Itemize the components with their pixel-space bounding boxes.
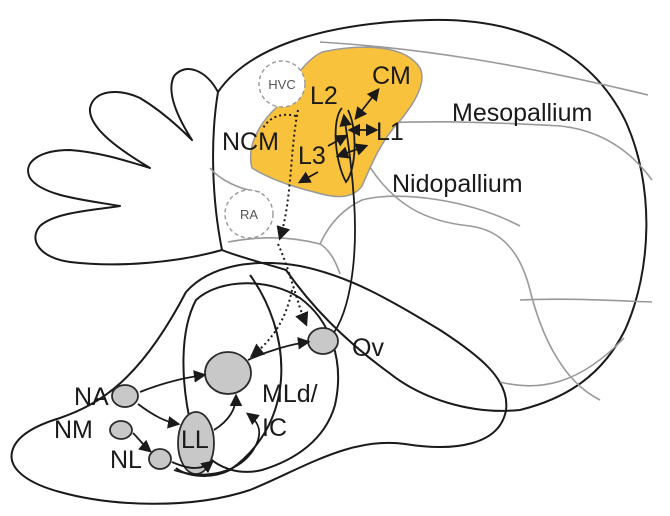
nl-label: NL [110, 446, 142, 474]
mld-ic-nucleus [204, 351, 252, 395]
na-to-mld-arrow [139, 370, 207, 393]
mld-label: MLd/ [262, 380, 318, 408]
ov-nucleus [307, 327, 339, 355]
ra-label: RA [240, 207, 258, 222]
ll-label: LL [181, 426, 209, 454]
ll-to-mld-arrow [213, 393, 243, 431]
ra-nucleus [224, 189, 274, 239]
ra-to-mld-dotted [249, 289, 293, 358]
ra-to-ov-dotted [277, 243, 309, 327]
nl-to-ll-arrow [171, 460, 214, 474]
na-label: NA [74, 383, 109, 411]
lamina-line-2 [359, 149, 601, 401]
na-nucleus [111, 384, 139, 408]
l3-ncm-arrow [297, 171, 319, 184]
telencephalon-outline [212, 18, 648, 412]
lamina-line-5 [227, 236, 341, 275]
nm-nucleus [109, 420, 133, 440]
l3-label: L3 [298, 142, 326, 170]
na-to-ll-arrow [137, 403, 181, 429]
lamina-line-4 [209, 167, 261, 193]
ov-to-l2-projection [325, 113, 356, 343]
nidopallium-label: Nidopallium [392, 170, 523, 198]
midbrain-lobe-outline [182, 282, 339, 473]
mld-to-ov-arrow [247, 337, 311, 361]
ov-label: Ov [352, 334, 384, 362]
hvc-nucleus [258, 60, 306, 108]
nl-to-mld-arrow [173, 412, 261, 476]
lamina-line-6 [319, 195, 521, 245]
nm-label: NM [54, 416, 93, 444]
nm-to-nl-arrow [132, 432, 152, 453]
cm-label: CM [372, 62, 411, 90]
lamina-line-1 [319, 41, 649, 96]
brainstem-outline [10, 261, 508, 505]
l2-label: L2 [310, 82, 338, 110]
l3-l1-arrow [335, 143, 369, 159]
lamina-line-8 [499, 337, 625, 387]
hvc-dotted-link [261, 113, 297, 131]
field-l-to-ra-dotted [276, 109, 299, 241]
ic-label: IC [262, 414, 287, 442]
lamina-line-7 [519, 298, 653, 303]
cm-l2-arrow [354, 88, 380, 120]
l3-l2-arrow [327, 134, 349, 147]
ncm-label: NCM [222, 128, 279, 156]
l1-label: L1 [376, 118, 404, 146]
nl-nucleus [148, 448, 172, 470]
hvc-label: HVC [268, 77, 295, 92]
cerebellum-outline [27, 68, 223, 266]
mesopallium-label: Mesopallium [452, 99, 592, 127]
